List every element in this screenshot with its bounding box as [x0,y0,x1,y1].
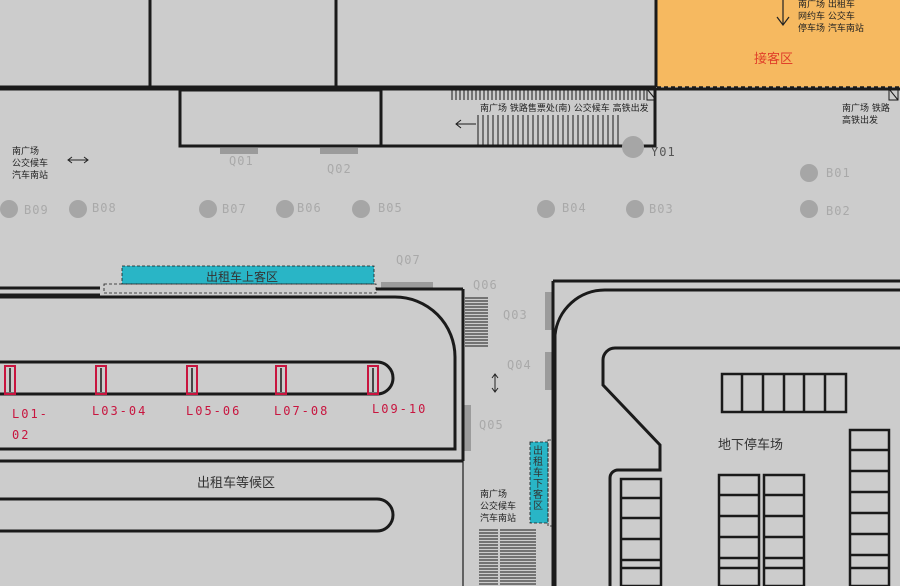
stop-label-b04: B04 [562,201,587,215]
stop-label-b08: B08 [92,201,117,215]
taxi-dropoff-label: 出租车下客区 [533,446,543,512]
stairs [451,90,645,585]
stop-circles [0,136,818,218]
stop-label-q07: Q07 [396,253,421,267]
pickup-direction-line: 网约车 公交车 [798,12,855,22]
taxi-waiting-label: 出租车等候区 [197,476,276,491]
stop-label-q06: Q06 [473,278,498,292]
bottom-sign-line: 南广场 [480,490,508,500]
left-sign-line: 汽车南站 [12,171,49,181]
pickup-direction-line: 停车场 汽车南站 [798,24,864,34]
right-top-sign: 南广场 铁路 高铁出发 [842,103,890,127]
stop-label-q01: Q01 [229,154,254,168]
taxi-pickup-fill [121,265,375,285]
stop-label-b02: B02 [826,204,851,218]
lane-label-l01-02: L01-02 [12,407,49,442]
lane-label-l09-10: L09-10 [372,402,428,416]
bottom-direction-sign: 南广场 公交候车 汽车南站 [480,489,516,525]
left-direction-sign: 南广场 公交候车 汽车南站 [12,146,48,182]
stop-label-q04: Q04 [507,358,532,372]
stop-label-b09: B09 [24,203,49,217]
stop-label-b01: B01 [826,166,851,180]
stop-label-q02: Q02 [327,162,352,176]
left-sign-line: 南广场 [12,147,40,157]
stop-label-b03: B03 [649,202,674,216]
right-top-sign-line: 高铁出发 [842,116,879,126]
parking-label: 地下停车场 [718,438,784,453]
road-walls [0,279,900,586]
pickup-area-fill [657,0,900,87]
lane-label-l07-08: L07-08 [274,404,330,418]
stop-label-b06: B06 [297,201,322,215]
station-building-walls [0,0,900,148]
bottom-sign-line: 公交候车 [480,502,517,512]
left-sign-line: 公交候车 [12,159,49,169]
lane-label-l03-04: L03-04 [92,404,148,418]
right-top-sign-line: 南广场 铁路 [842,104,890,114]
taxi-pickup-label: 出租车上客区 [206,270,279,284]
rail-top-sign: 南广场 铁路售票处(南) 公交候车 高铁出发 [480,104,649,114]
stop-label-q03: Q03 [503,308,528,322]
stop-label-q05: Q05 [479,418,504,432]
stop-label-y01: Y01 [651,145,676,159]
pickup-area-label: 接客区 [754,52,794,67]
pickup-direction-line: 南广场 出租车 [798,0,855,10]
parking-spaces [619,372,891,586]
stop-label-b05: B05 [378,201,403,215]
lane-label-l05-06: L05-06 [186,404,242,418]
bottom-sign-line: 汽车南站 [480,514,517,524]
taxi-dropoff-fill [529,441,549,524]
lane-markers [4,365,379,395]
pickup-direction-sign: 南广场 出租车 网约车 公交车 停车场 汽车南站 [798,0,864,35]
stop-bars [220,148,553,451]
stop-label-b07: B07 [222,202,247,216]
